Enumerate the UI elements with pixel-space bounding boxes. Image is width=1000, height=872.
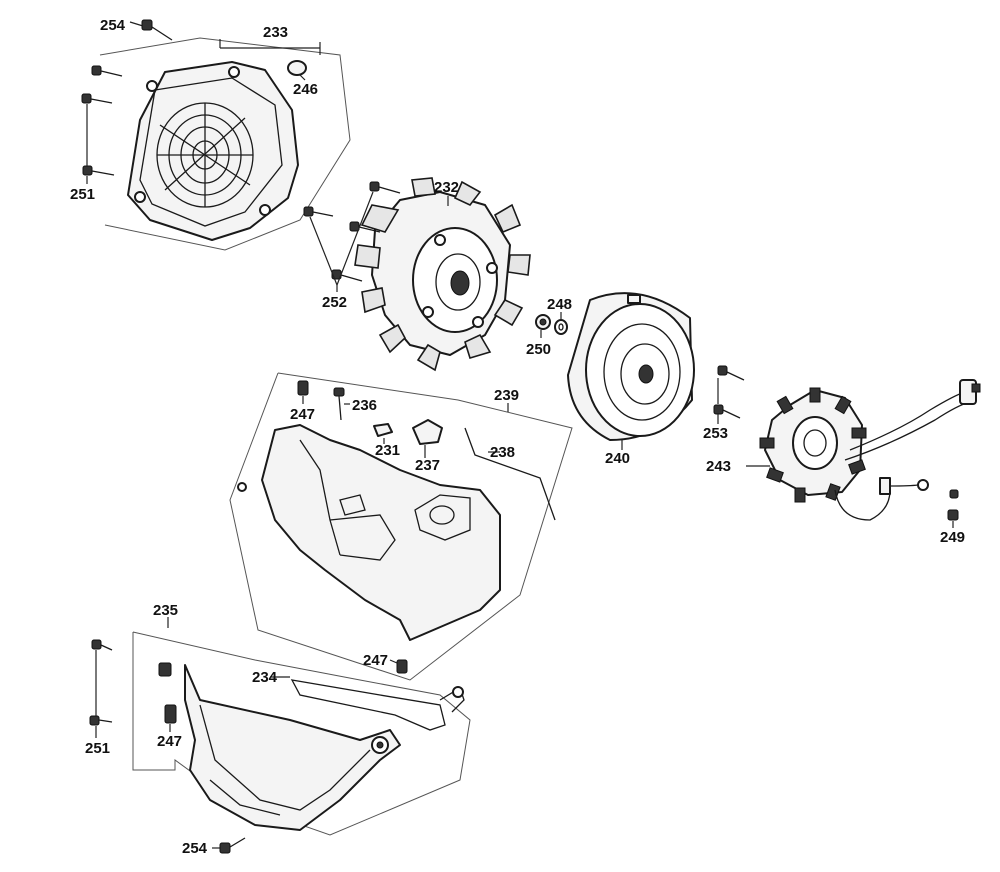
bolt-254-lower bbox=[212, 837, 246, 854]
callout-247-lower: 247 bbox=[157, 733, 182, 750]
callout-247-top: 247 bbox=[290, 406, 315, 423]
bolts-251-top bbox=[81, 65, 123, 184]
callout-231: 231 bbox=[375, 442, 400, 459]
callout-251-top: 251 bbox=[70, 186, 95, 203]
washer-248 bbox=[554, 312, 568, 335]
callout-253: 253 bbox=[703, 425, 728, 442]
callout-247-shroud: 247 bbox=[363, 652, 388, 669]
callout-246: 246 bbox=[293, 81, 318, 98]
stator bbox=[746, 387, 867, 503]
callout-235: 235 bbox=[153, 602, 178, 619]
fan-cover-group bbox=[99, 37, 351, 251]
bolts-251-lower bbox=[89, 639, 113, 738]
rod-238 bbox=[464, 427, 556, 521]
callout-234: 234 bbox=[252, 669, 278, 686]
callout-236: 236 bbox=[352, 397, 377, 414]
callout-239: 239 bbox=[494, 387, 519, 404]
callout-248: 248 bbox=[547, 296, 572, 313]
nut-250 bbox=[535, 314, 551, 338]
bolt-254-top bbox=[129, 19, 173, 41]
callout-254-lower: 254 bbox=[182, 840, 208, 857]
lower-shroud bbox=[184, 664, 401, 831]
cylinder-shroud-group bbox=[229, 372, 573, 681]
callout-251-lower: 251 bbox=[85, 740, 110, 757]
clip-231 bbox=[373, 423, 393, 437]
bolts-252 bbox=[303, 181, 401, 292]
callout-249: 249 bbox=[940, 529, 965, 546]
callout-237: 237 bbox=[415, 457, 440, 474]
plate-237 bbox=[412, 419, 443, 445]
clip-247-top bbox=[297, 380, 309, 404]
callout-252: 252 bbox=[322, 294, 347, 311]
callout-240: 240 bbox=[605, 450, 630, 467]
screw-236 bbox=[333, 387, 350, 421]
rail-234 bbox=[290, 679, 446, 731]
callout-238: 238 bbox=[490, 444, 515, 461]
stator-wiring bbox=[834, 379, 981, 521]
flywheel-fan bbox=[354, 177, 531, 372]
callout-243: 243 bbox=[706, 458, 731, 475]
grommet-246 bbox=[287, 60, 307, 76]
callout-254-top: 254 bbox=[100, 17, 126, 34]
lower-shroud-group bbox=[132, 617, 471, 836]
callout-250: 250 bbox=[526, 341, 551, 358]
rotor bbox=[567, 292, 695, 450]
bolt-249 bbox=[947, 489, 959, 528]
fan-cover-grille bbox=[156, 102, 254, 208]
callout-232: 232 bbox=[434, 179, 459, 196]
callout-233: 233 bbox=[263, 24, 288, 41]
bolts-253 bbox=[713, 365, 745, 424]
